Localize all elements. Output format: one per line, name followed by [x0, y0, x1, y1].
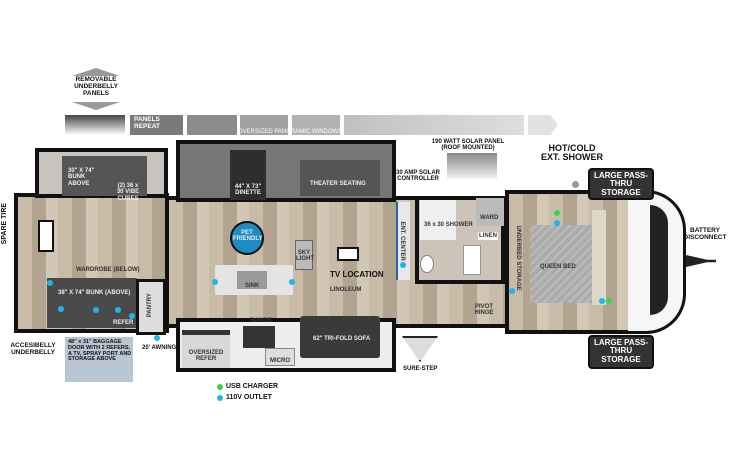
outlet-icon — [93, 307, 99, 313]
window — [38, 220, 54, 252]
windows-label: OVERSIZED PANORAMIC WINDOWS — [238, 129, 343, 135]
sofa — [300, 316, 380, 358]
wardrobe-label: WARDROBE (BELOW) — [76, 267, 140, 273]
outlet-icon — [509, 288, 515, 294]
outlet-icon — [115, 307, 121, 313]
legend-label: 110V OUTLET — [226, 393, 272, 401]
skylight-label: SKY LIGHT — [296, 250, 314, 263]
outlet-icon — [217, 394, 223, 401]
microwave — [265, 348, 295, 366]
toilet-icon — [420, 255, 434, 273]
bunk-top-label: 30" X 74" BUNK ABOVE — [68, 168, 95, 187]
pantry-label: PANTRY — [146, 293, 153, 318]
wardrobe-box — [476, 198, 504, 226]
underbelly-panel — [65, 115, 125, 135]
entertainment-center — [396, 202, 410, 280]
panel — [292, 115, 340, 135]
pass-thru-bottom-label: LARGE PASS-THRU STORAGE — [593, 338, 649, 364]
queen-label: QUEEN BED — [540, 264, 576, 270]
spare-tire-label: SPARE TIRE — [1, 202, 9, 245]
range — [243, 326, 275, 348]
solar-controller-label: 30 AMP SOLAR CONTROLLER — [395, 170, 440, 183]
hitch-icon — [686, 255, 716, 267]
oversized-refer — [182, 330, 230, 368]
pet-friendly-badge — [230, 221, 264, 255]
ward-label: WARD — [480, 215, 499, 221]
outlet-icon — [154, 335, 160, 341]
panel — [344, 115, 524, 135]
tv-label: TV LOCATION — [330, 270, 384, 279]
linoleum-label: LINOLEUM — [330, 287, 362, 293]
outlet-icon — [599, 298, 605, 304]
skylight — [295, 240, 313, 270]
battery-label: BATTERY DISCONNECT — [683, 227, 727, 241]
dinette — [230, 150, 266, 200]
panel — [130, 115, 183, 135]
theater-label: THEATER SEATING — [310, 181, 366, 187]
outlet-icon — [554, 220, 560, 226]
usb-icon — [554, 210, 560, 216]
outlet-icon — [212, 279, 218, 285]
solar-panel-label: 190 WATT SOLAR PANEL (ROOF MOUNTED) — [431, 139, 505, 152]
sure-step-label: SURE-STEP — [403, 366, 438, 372]
removable-panels-label: REMOVABLE UNDERBELLY PANELS — [74, 76, 118, 97]
refer-label: REFER — [113, 320, 134, 326]
awning-label: 20' AWNING — [142, 345, 177, 351]
bath-sink — [463, 245, 481, 275]
micro-label: MICRO — [270, 358, 290, 364]
outlet-icon — [58, 306, 64, 312]
vibe-cubes-label: (2) 36 x 30 VIBE CUBES — [116, 183, 140, 202]
pivot-label: PIVOT HINGE — [474, 304, 494, 317]
underbed-label: UNDERBED STORAGE — [515, 225, 522, 291]
panels-repeat-label: PANELS REPEAT — [134, 116, 160, 130]
baggage-door — [65, 337, 133, 382]
outlet-icon — [47, 280, 53, 286]
usb-icon — [606, 298, 612, 304]
pass-thru-top-label: LARGE PASS-THRU STORAGE — [593, 171, 649, 197]
sofa-label: 62" TRI-FOLD SOFA — [313, 336, 371, 342]
ext-shower-icon — [572, 181, 579, 188]
linen-label: LINEN — [478, 232, 498, 241]
outlet-icon — [129, 313, 135, 319]
theater-seating — [300, 160, 380, 196]
outlet-icon — [289, 279, 295, 285]
baggage-label: 48" x 31" BAGGAGE DOOR WITH 2 REFERS, A … — [68, 339, 132, 363]
range-label: RANGE — [250, 318, 272, 324]
pet-label: PET FRIENDLY — [233, 230, 263, 243]
solar-panel — [447, 153, 497, 178]
legend-item-outlet: 110V OUTLET — [217, 392, 278, 403]
queen-bed — [530, 225, 592, 303]
underbelly-label: ACCESIBELLY UNDERBELLY — [10, 342, 56, 356]
tv-icon — [337, 247, 359, 261]
ent-center-label: ENT. CENTER — [399, 221, 406, 261]
down-arrow-icon — [72, 102, 120, 110]
usb-icon — [217, 383, 223, 390]
dinette-label: 44" X 73" DINETTE — [234, 184, 262, 197]
pass-thru-bottom: LARGE PASS-THRU STORAGE — [588, 335, 654, 369]
up-arrow-icon — [72, 68, 120, 76]
panel — [187, 115, 237, 135]
bunk-bottom-label: 38" X 74" BUNK (ABOVE) — [58, 290, 131, 296]
panel — [240, 115, 288, 135]
oversized-refer-label: OVERSIZED REFER — [188, 350, 224, 363]
sure-step — [402, 336, 438, 362]
shower-label: 36 x 30 SHOWER — [424, 222, 473, 228]
legend-item-usb: USB CHARGER — [217, 381, 278, 392]
bottom-bunk — [47, 278, 137, 328]
headboard — [592, 210, 606, 305]
panel-arrow — [528, 115, 558, 135]
pass-thru-top: LARGE PASS-THRU STORAGE — [588, 168, 654, 200]
outlet-icon — [400, 262, 406, 268]
pantry — [136, 279, 166, 335]
legend-label: USB CHARGER — [226, 382, 279, 390]
ext-shower-label: HOT/COLD EXT. SHOWER — [540, 143, 603, 163]
sink — [237, 271, 267, 289]
shower — [420, 200, 456, 240]
sink-label: SINK — [245, 283, 260, 289]
top-bunk — [62, 156, 147, 196]
cap-graphic — [650, 205, 668, 315]
legend: USB CHARGER 110V OUTLET — [217, 381, 278, 403]
